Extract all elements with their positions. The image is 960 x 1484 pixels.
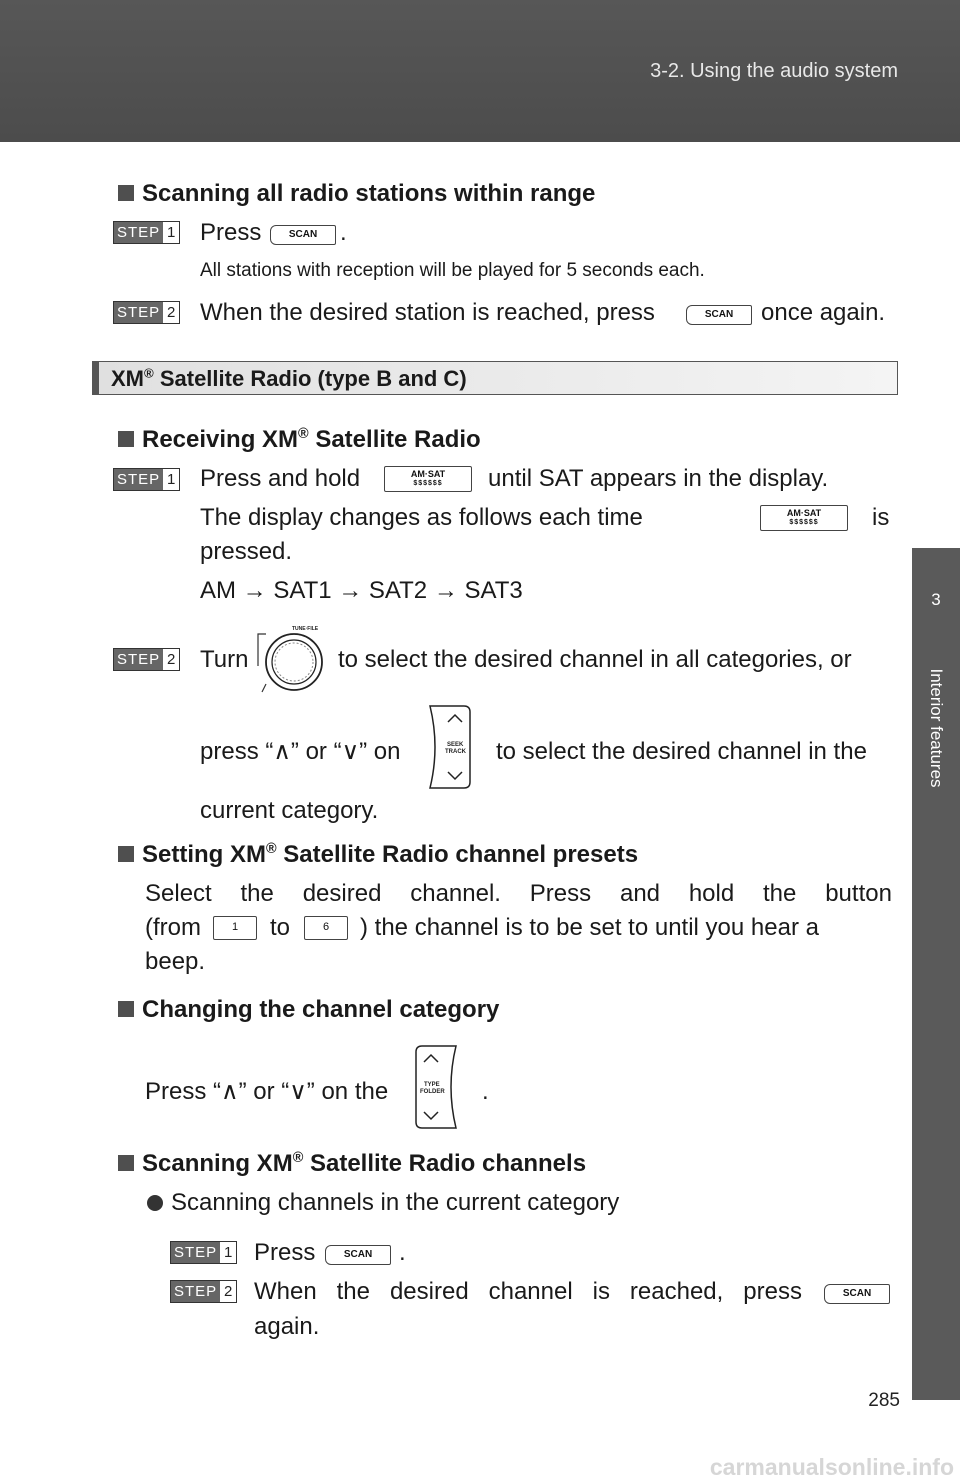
receiving-changes-a: The display changes as follows each time: [200, 504, 643, 531]
scan-button-icon: SCAN: [686, 305, 752, 325]
circle-bullet-icon: [147, 1195, 163, 1211]
presets-line2-a: (from: [145, 914, 201, 941]
preset-1-button-icon: 1: [213, 916, 257, 940]
square-bullet-icon: [118, 846, 134, 862]
presets-line2-c: ) the channel is to be set to until you …: [360, 914, 819, 941]
svg-text:TRACK: TRACK: [445, 749, 467, 755]
scan-all-note: All stations with reception will be play…: [200, 260, 705, 281]
scanning-bullet: Scanning channels in the current categor…: [145, 1189, 619, 1217]
chapter-number: 3: [931, 590, 941, 609]
receiving-step1-b: until SAT appears in the display.: [488, 465, 829, 492]
receiving-step1-a: Press and hold: [200, 465, 361, 492]
presets-line2-b: to: [270, 914, 291, 941]
scanning-step1-b: .: [399, 1239, 406, 1266]
receiving-changes-b: is: [872, 504, 890, 531]
tune-knob-icon: TUNE·FILE: [257, 626, 323, 693]
header-title: 3-2. Using the audio system: [650, 60, 898, 82]
square-bullet-icon: [118, 431, 134, 447]
band-sequence: AM → SAT1 → SAT2 → SAT3: [200, 577, 523, 604]
receiving-step2-b: to select the desired channel in all cat…: [338, 646, 852, 673]
watermark: carmanualsonline.info: [709, 1454, 954, 1480]
receiving-press-c: current category.: [200, 797, 379, 824]
heading-scan-all: Scanning all radio stations within range: [118, 180, 595, 208]
preset-6-button-icon: 6: [304, 916, 348, 940]
receiving-step2-a: Turn: [200, 646, 249, 673]
chapter-label: Interior features: [927, 668, 946, 788]
heading-presets: Setting XM® Satellite Radio channel pres…: [118, 841, 638, 869]
svg-text:TYPE: TYPE: [424, 1082, 440, 1088]
square-bullet-icon: [118, 185, 134, 201]
scan-button-icon: SCAN: [270, 225, 336, 245]
type-folder-rocker-icon: TYPE FOLDER: [415, 1045, 457, 1129]
amsat-button-icon: AM·SAT$$$$$$: [384, 466, 472, 492]
scan-button-icon: SCAN: [824, 1284, 890, 1304]
page-number: 285: [868, 1390, 900, 1411]
section-title: XM® Satellite Radio (type B and C): [111, 365, 467, 391]
scan-button-icon: SCAN: [325, 1245, 391, 1265]
amsat-button-icon: AM·SAT$$$$$$: [760, 505, 848, 531]
svg-text:FOLDER: FOLDER: [420, 1089, 445, 1095]
heading-receiving: Receiving XM® Satellite Radio: [118, 426, 481, 454]
receiving-press-a: press “∧” or “∨” on: [200, 738, 401, 765]
square-bullet-icon: [118, 1155, 134, 1171]
category-text-a: Press “∧” or “∨” on the: [145, 1078, 389, 1105]
section-accent: [93, 362, 99, 394]
receiving-changes-c: pressed.: [200, 538, 293, 565]
scan-all-step2-a: When the desired station is reached, pre…: [200, 299, 655, 326]
seek-track-rocker-icon: SEEK TRACK: [429, 705, 471, 789]
square-bullet-icon: [118, 1001, 134, 1017]
scan-all-step2-b: once again.: [761, 299, 886, 326]
scanning-step1-a: Press: [254, 1239, 316, 1266]
category-text-b: .: [482, 1078, 489, 1105]
receiving-press-b: to select the desired channel in the: [496, 738, 867, 765]
chapter-side-tab: [912, 548, 960, 1400]
scanning-step2-b: again.: [254, 1313, 320, 1340]
page-header: [0, 0, 960, 142]
heading-scanning-xm: Scanning XM® Satellite Radio channels: [118, 1150, 586, 1178]
scan-all-step1-text: Press: [200, 219, 262, 246]
tune-file-label: TUNE·FILE: [292, 626, 319, 632]
presets-line3: beep.: [145, 948, 206, 975]
heading-category: Changing the channel category: [118, 996, 499, 1024]
svg-text:SEEK: SEEK: [447, 742, 464, 748]
section-title-bar: XM® Satellite Radio (type B and C): [92, 361, 898, 395]
period: .: [340, 219, 347, 246]
